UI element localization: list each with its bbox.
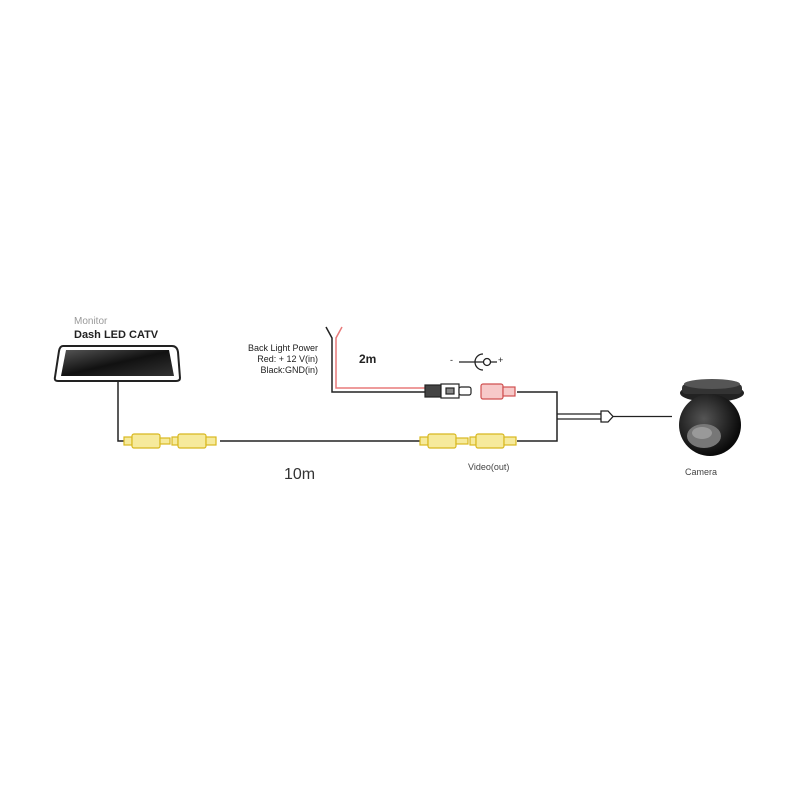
camera-icon [679,379,744,456]
monitor-name: Dash LED CATV [74,329,159,341]
power-cable [325,326,425,393]
video-cable-length: 10m [284,466,316,483]
polarity-plus: + [498,355,504,365]
dc-plug-connector [424,383,472,399]
power-red-label: Red: + 12 V(in) [257,354,318,364]
video-cable [117,381,558,442]
video-out-label: Video(out) [468,462,510,472]
polarity-minus: - [450,355,453,365]
rca-connector-pair-right [419,433,517,449]
power-title: Back Light Power [247,343,318,353]
power-cable-length: 2m [359,352,377,366]
dc-jack-connector [480,383,516,400]
monitor-caption: Monitor [74,316,108,327]
camera-label: Camera [685,467,718,477]
monitor-icon [53,345,182,382]
power-legend: Back Light Power Red: + 12 V(in) Black:G… [248,343,318,376]
camera-lead [557,410,672,423]
power-black-label: Black:GND(in) [260,365,318,375]
dc-polarity-symbol-icon [459,353,497,371]
rca-connector-pair-left [123,433,217,449]
